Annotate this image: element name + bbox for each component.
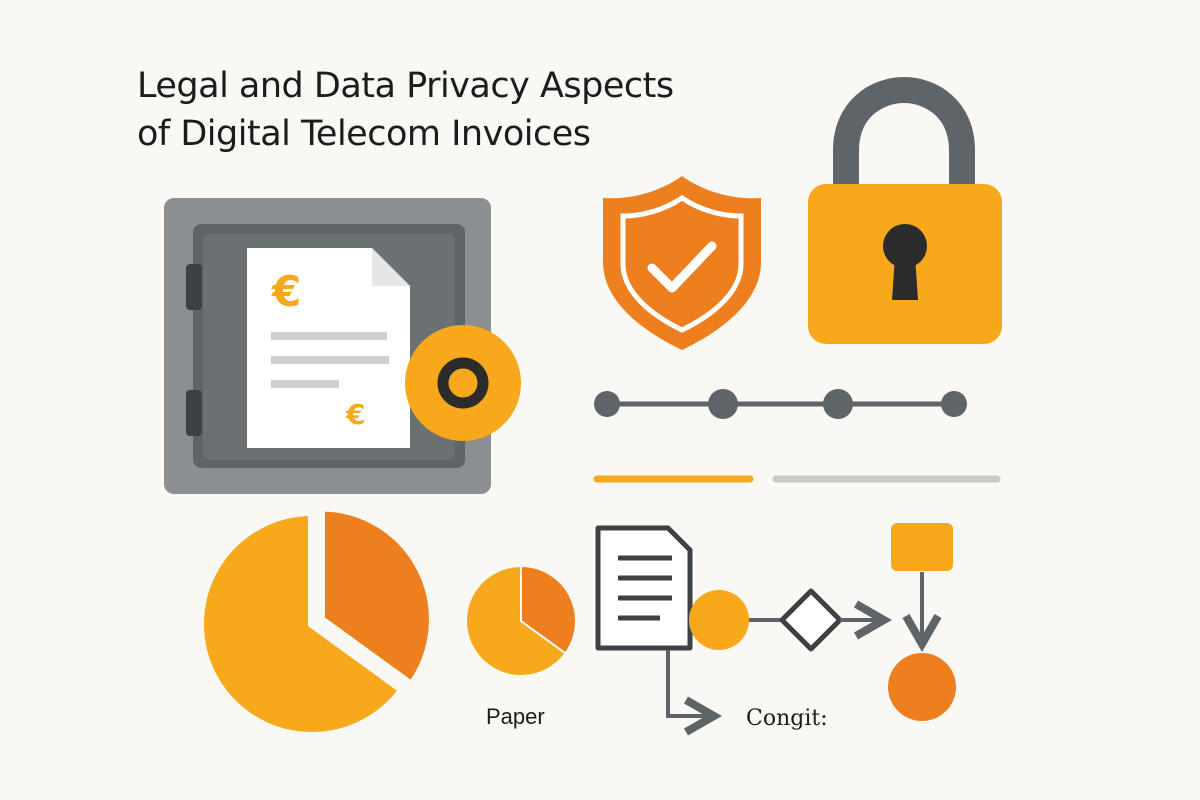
title-line-2: of Digital Telecom Invoices <box>137 114 591 154</box>
invoice-line <box>271 380 339 388</box>
shield-check-icon <box>603 176 761 350</box>
dial-icon <box>405 325 521 441</box>
flow-arrow-icon <box>666 650 710 716</box>
flow-node-circle <box>689 590 749 650</box>
pie-chart-large <box>196 503 437 740</box>
euro-symbol-2: € <box>345 398 365 431</box>
invoice-document-icon: € € <box>247 248 410 448</box>
document-icon <box>595 525 693 651</box>
euro-symbol-1: € <box>271 267 301 316</box>
pie-slice <box>196 508 407 740</box>
digital-label: Congit: <box>746 706 828 731</box>
timeline-icon <box>594 389 967 419</box>
pie-slice <box>520 565 577 655</box>
title-line-1: Legal and Data Privacy Aspects <box>137 66 674 106</box>
padlock-icon <box>808 76 1002 344</box>
paper-label: Paper <box>486 704 545 729</box>
flow-node-square <box>891 523 953 571</box>
pie-slice <box>465 565 567 677</box>
invoice-line <box>271 332 387 340</box>
pie-chart-small <box>465 565 577 677</box>
flow-node-circle <box>888 653 956 721</box>
pie-slice <box>316 503 437 690</box>
diamond-decision-icon <box>779 588 843 652</box>
page-title: Legal and Data Privacy Aspects of Digita… <box>137 62 674 158</box>
invoice-line <box>271 356 389 364</box>
